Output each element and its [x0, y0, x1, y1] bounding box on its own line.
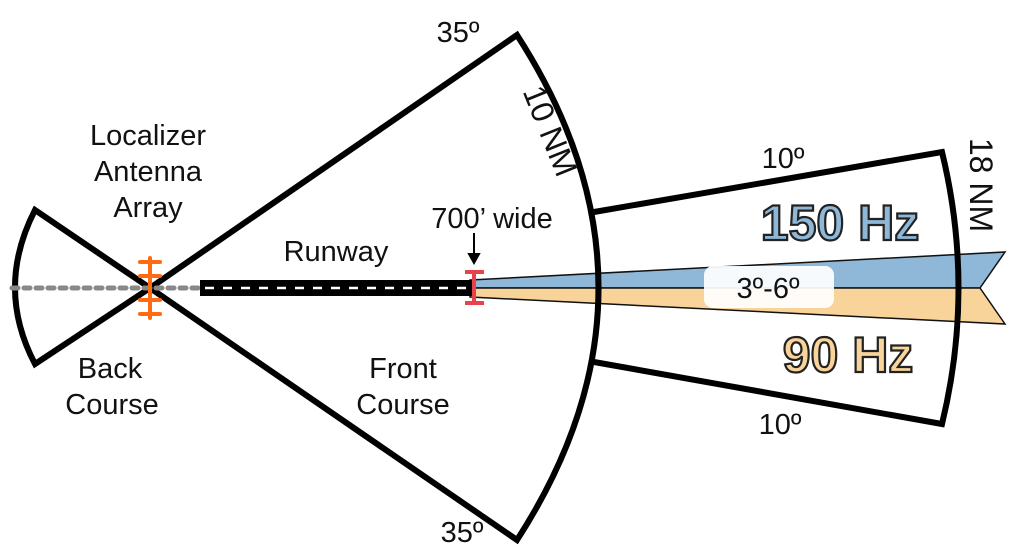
150hz-label: 150 Hz	[761, 195, 919, 251]
90hz-label: 90 Hz	[783, 327, 914, 383]
range-10nm-label: 10 NM	[516, 80, 585, 181]
front-course-label-1: Front	[369, 353, 437, 385]
course-width-label: 3º-6º	[736, 273, 800, 305]
back-course-label-1: Back	[78, 353, 143, 385]
narrow-bottom-label: 10º	[759, 409, 802, 441]
antenna-label-1: Localizer	[90, 120, 206, 152]
narrow-top-label: 10º	[762, 143, 805, 175]
course-width-box	[704, 266, 834, 308]
runway-label: Runway	[284, 236, 389, 268]
extended-sector	[593, 148, 962, 428]
antenna-icon	[138, 256, 162, 320]
antenna-label-2: Antenna	[94, 156, 203, 188]
front-course-sector	[144, 30, 602, 545]
antenna-label-3: Array	[113, 192, 183, 224]
angle-bottom-label: 35º	[441, 517, 484, 548]
back-course-label-2: Course	[65, 389, 159, 421]
front-course-label-2: Course	[356, 389, 450, 421]
range-18nm-label: 18 NM	[963, 138, 999, 232]
arrow-down-icon	[467, 233, 481, 266]
width-marker-icon	[465, 270, 484, 305]
angle-top-label: 35º	[437, 17, 480, 49]
width-label: 700’ wide	[431, 203, 552, 235]
